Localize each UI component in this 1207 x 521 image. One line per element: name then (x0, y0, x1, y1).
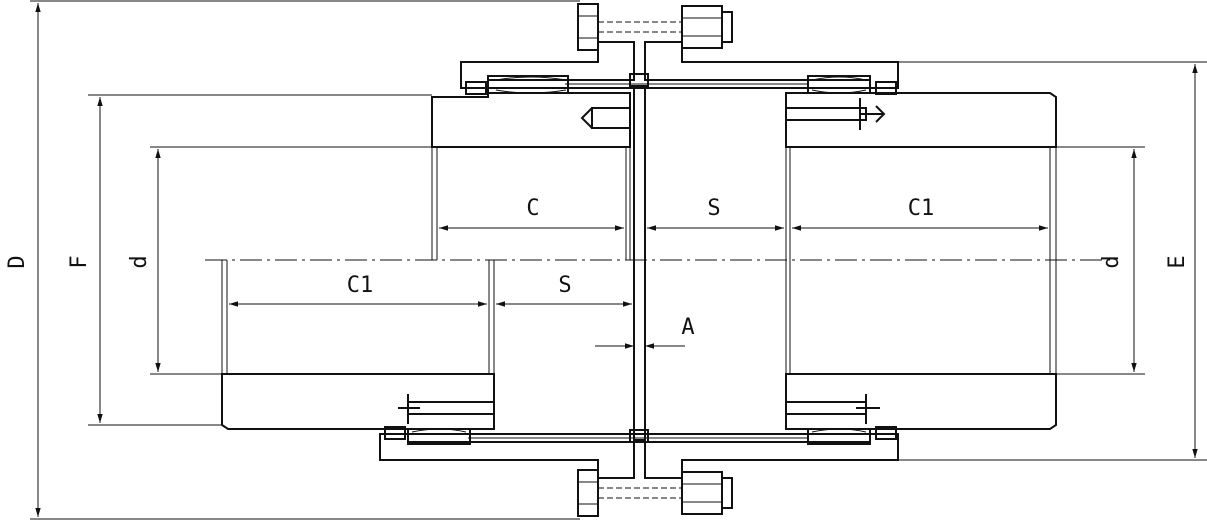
right-hub-upper (785, 75, 1057, 374)
label-D: D (5, 255, 30, 268)
left-hub-lower (221, 260, 495, 445)
label-S-top: S (707, 196, 720, 221)
flange-bolt-bottom (577, 469, 733, 517)
flange-bolt-top (577, 3, 733, 51)
sleeve-top (460, 41, 899, 89)
label-d-left: d (127, 255, 152, 268)
left-hub-upper (431, 75, 631, 260)
label-E: E (1165, 255, 1190, 268)
label-S-left: S (558, 273, 571, 298)
label-C1-left: C1 (347, 273, 374, 298)
label-C1-right: C1 (908, 196, 935, 221)
label-C: C (526, 196, 539, 221)
label-F: F (67, 255, 92, 268)
extension-lines (30, 0, 1207, 520)
center-spacer (629, 73, 649, 443)
right-hub-lower (785, 373, 1057, 445)
dimension-lines (35, 3, 1198, 517)
label-A: A (681, 315, 694, 340)
label-d-right: d (1099, 255, 1124, 268)
